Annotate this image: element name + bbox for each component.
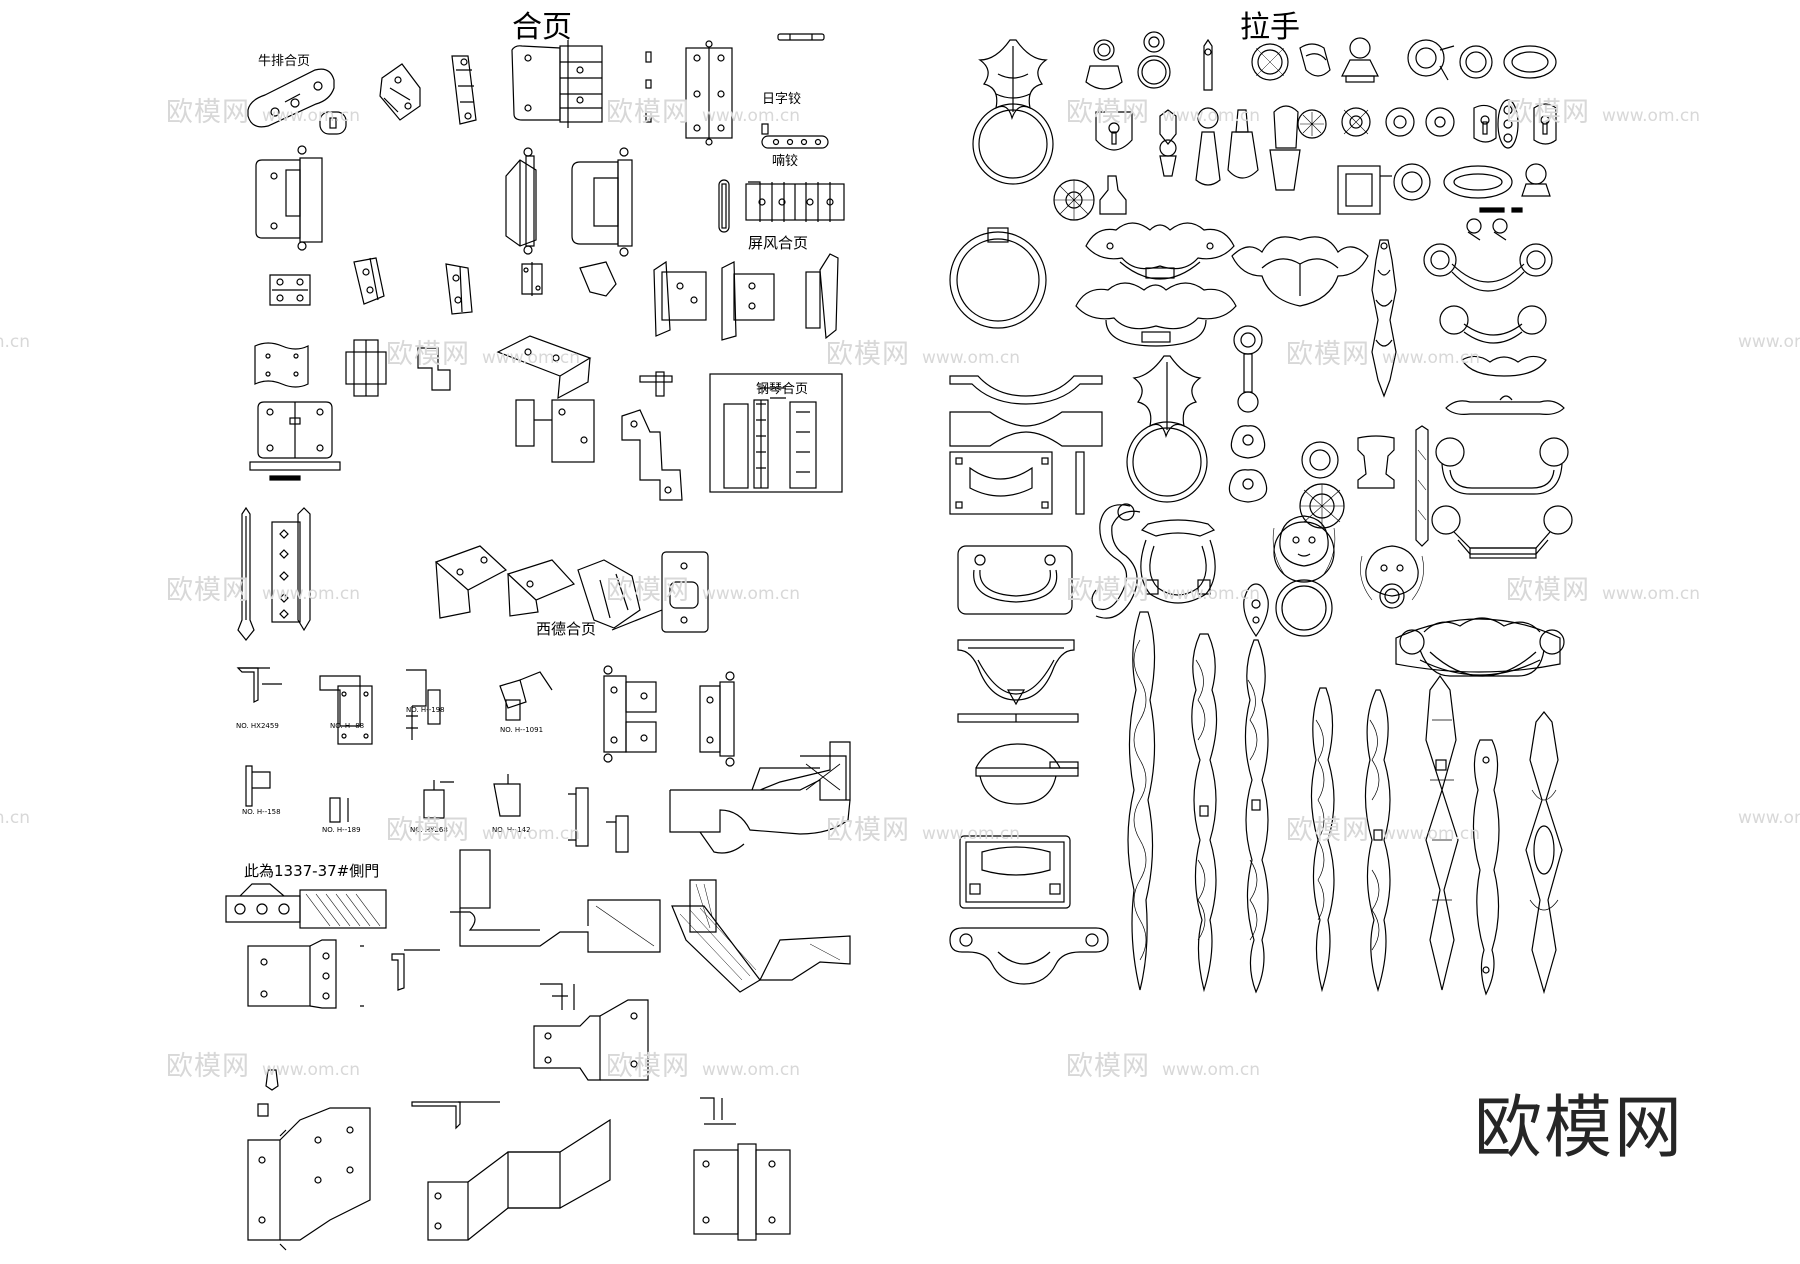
handle-pendant-drops	[1228, 325, 1268, 503]
handle-backplate-5	[1364, 689, 1391, 993]
hinge-cabinet-pair	[653, 253, 839, 341]
hinge-big-leaf-3	[693, 1097, 791, 1241]
handle-bail-6	[1431, 505, 1573, 559]
label-piano-hinge: 钢琴合页	[756, 382, 809, 397]
brand-logo: 欧模网	[1474, 1089, 1685, 1168]
handle-pull-2	[949, 411, 1103, 447]
hinge-plate-with-pin	[249, 401, 341, 481]
hinge-concealed-barrel	[451, 55, 477, 125]
hinge-flag	[255, 145, 323, 251]
label-cattle-hinge: 牛排合页	[258, 54, 311, 69]
handle-long-pendant	[1371, 239, 1397, 398]
handle-acanthus-ring-1	[972, 39, 1054, 185]
handle-bail-2	[1439, 305, 1547, 344]
hinge-big-leaf-2	[411, 1101, 611, 1241]
part-number: NO. H--198	[406, 706, 445, 714]
part-number: NO. H--158	[242, 808, 281, 816]
part-number: NO. H--88	[330, 722, 365, 730]
hinge-ri-zi	[777, 33, 825, 41]
hinge-big-leaf-1	[247, 1069, 371, 1251]
hinge-offset	[515, 399, 595, 463]
hinge-butt-plate	[685, 40, 733, 146]
handle-s-scroll	[1091, 503, 1141, 619]
handle-pull-8	[959, 835, 1071, 909]
handle-backplate-1	[1127, 611, 1156, 991]
handle-backplate-2	[1191, 633, 1218, 993]
label-tube-hinge: 喃铰	[772, 154, 799, 169]
hinge-bent-bracket	[496, 335, 592, 400]
hinge-step-bracket	[621, 371, 683, 501]
handle-bail-4	[1445, 395, 1565, 415]
handle-knob-row-1	[1085, 31, 1557, 91]
handle-backplate-4	[1310, 687, 1335, 993]
handle-bail-3	[1461, 355, 1547, 377]
handle-bail-1	[1423, 218, 1553, 292]
handle-drawings	[949, 31, 1573, 996]
hinge-pin-detail	[645, 51, 652, 123]
handle-backplate-8	[1525, 711, 1563, 995]
handle-pull-3	[949, 451, 1085, 515]
part-number: NO. H--189	[322, 826, 361, 834]
part-number: NO. H--1091	[500, 726, 544, 734]
handle-pull-5	[957, 639, 1075, 706]
hinge-dimension-set-1	[236, 667, 553, 745]
hinge-frame-section	[450, 849, 717, 953]
hinge-bent-leaf-1	[247, 939, 440, 1009]
handle-bail-5	[1435, 437, 1569, 495]
handle-knob-row-2	[1095, 99, 1557, 191]
handle-pull-9	[949, 927, 1109, 985]
hinge-small-angle	[379, 63, 421, 121]
hinge-butt-front	[511, 40, 603, 128]
hinge-screen-side	[718, 179, 730, 233]
hinge-lift-off	[505, 147, 537, 255]
hinge-cabinet-section-2	[671, 905, 851, 993]
handle-oval-ring	[1140, 519, 1216, 604]
hinge-side-door-plate	[225, 883, 387, 929]
hinge-piano	[709, 373, 843, 493]
handle-pull-6	[957, 713, 1079, 723]
hinge-cabinet-section-1	[669, 741, 851, 854]
hinge-wave-plate	[254, 342, 309, 388]
handle-bail-8	[1395, 618, 1561, 676]
hinge-small-row3	[269, 257, 617, 315]
handle-lion-head-2	[1360, 545, 1424, 609]
handle-lion-head-1	[1272, 515, 1336, 637]
handle-rosettes	[1299, 425, 1429, 547]
handle-pull-7	[975, 743, 1079, 805]
hinge-drawings	[225, 33, 851, 1251]
handle-batwing-1	[1085, 222, 1235, 280]
handle-pull-4	[957, 545, 1073, 615]
part-number: NO. HX2459	[236, 722, 279, 730]
handles-title: 拉手	[1240, 10, 1300, 45]
label-ri-zi-hinge: 日字铰	[762, 92, 802, 107]
hinge-xide	[434, 545, 709, 633]
label-xide-hinge: 西德合页	[536, 620, 597, 638]
hinge-bent-leaf-2	[533, 983, 649, 1081]
handle-crown-plate	[1231, 236, 1369, 307]
hinge-rising-butt	[603, 665, 735, 767]
label-screen-hinge: 屏风合页	[748, 234, 809, 252]
handle-backplate-3	[1244, 639, 1269, 994]
hinges-title: 合页	[512, 10, 572, 45]
handle-pull-1	[949, 375, 1103, 405]
part-number: NO. HY268	[410, 826, 448, 834]
handle-oval-escutcheon	[1243, 583, 1269, 638]
hinge-flag-large	[571, 147, 633, 257]
label-side-door-note: 此為1337-37#側門	[244, 862, 380, 880]
hinge-dimension-set-2	[245, 765, 629, 853]
handle-acanthus-ring-2	[1126, 355, 1208, 503]
hinge-cattle	[247, 68, 347, 135]
handle-backplate-6	[1425, 674, 1459, 991]
handle-batwing-2	[1075, 282, 1237, 347]
hinge-tube	[761, 123, 829, 149]
handle-ring-large	[949, 227, 1047, 329]
handle-knob-row-3	[1053, 163, 1551, 221]
hinge-ornament-plate	[271, 507, 311, 632]
hinge-t-profile	[345, 339, 451, 397]
handle-backplate-7	[1472, 739, 1500, 996]
part-number: NO. H--142	[492, 826, 531, 834]
hinge-screen	[745, 181, 845, 222]
hinge-finial	[237, 506, 255, 641]
